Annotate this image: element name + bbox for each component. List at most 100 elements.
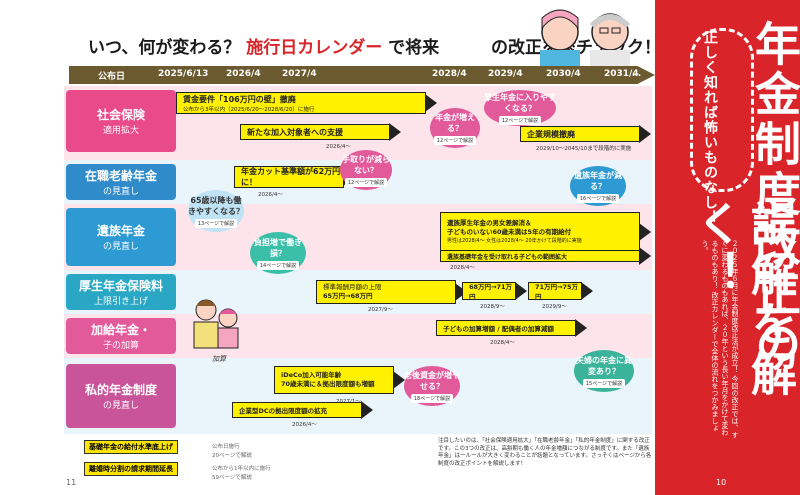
note-premium-1: 2027/9〜 (368, 307, 393, 313)
arrow-ideco-text-1: iDeCo加入可能年齢 (281, 371, 342, 379)
bubble-takehome-page: 12ページで解説 (344, 177, 388, 187)
row-label-4: 厚生年金保険料 上限引き上げ (66, 274, 176, 310)
footer-label-2: 離婚時分割の請求期間延長 (84, 462, 178, 476)
lead-text: 正しく知れば怖いものなし！ (702, 30, 718, 225)
timeline-label: 公布日 (98, 72, 126, 82)
arrow-addition-text: 子どもの加算増額 / 配偶者の加算減額 (443, 325, 554, 333)
page-number-right: 10 (716, 478, 727, 487)
note-addition: 2028/4〜 (490, 340, 515, 346)
arrow-premium-text-1: 標準報酬月額の上限 (323, 283, 382, 291)
date-3: 2028/4 (432, 69, 467, 79)
arrow-pension-cut-text: 年金カット基準額が62万円に！ (241, 167, 341, 187)
bubble-join: 厚生年金に入りやすくなる？ 12ページで解説 (484, 90, 556, 126)
footer-label-1: 基礎年金の給付水準底上げ (84, 440, 178, 454)
family-illustration (193, 299, 239, 349)
bubble-savings-text: 老後資金が増やせる？ (404, 370, 460, 391)
headline-part1: いつ、何が変わる？ (88, 38, 241, 58)
row-label-1: 社会保険 適用拡大 (66, 90, 176, 152)
arrow-company-text: 企業規模撤廃 (527, 129, 575, 139)
headline-box (71, 26, 629, 60)
bubble-work-text: 65歳以降も働きやすくなる？ (188, 195, 244, 216)
main-title-2: 誤解を解く！ (690, 200, 798, 400)
row-label-5: 加給年金・ 子の加算 (66, 318, 176, 354)
row-title-3: 遺族年金 (96, 224, 145, 238)
note-company-size: 2029/10〜2045/10まで段階的に実施 (536, 146, 632, 152)
couple-illustration (540, 9, 631, 66)
note-new-support: 2026/4〜 (326, 144, 351, 150)
arrow-survivor-text-2: 子どものいない60歳未満は5年の有期給付 (447, 227, 572, 236)
footer-label-2-text: 離婚時分割の請求期間延長 (89, 465, 173, 473)
row-title-5: 加給年金・ (90, 323, 151, 337)
bubble-survivor: 遺族年金が減る？ 16ページで解説 (570, 166, 626, 206)
arrow-survivor-text-4: 遺族基礎年金を受け取れる子どもの範囲拡大 (447, 253, 568, 261)
lead-frame (690, 28, 754, 192)
bubble-savings: 老後資金が増やせる？ 18ページで解説 (404, 366, 460, 406)
arrow-survivor-1: 遺族厚生年金の男女差解消＆ 子どものいない60歳未満は5年の有期給付 男性は20… (440, 212, 651, 252)
arrow-premium-3: 71万円→75万円 (528, 282, 593, 301)
arrow-pension-cut: 年金カット基準額が62万円に！ (234, 166, 355, 188)
bubble-work-page: 13ページで解説 (194, 218, 238, 228)
bubble-increase-page: 12ページで解説 (433, 135, 477, 145)
row-label-2: 在職老齢年金 の見直し (66, 164, 176, 200)
arrow-dc-text: 企業型DCの拠出限度額の拡充 (239, 407, 328, 415)
bubble-burden-page: 14ページで解説 (256, 260, 300, 270)
row-label-3: 遺族年金 の見直し (66, 208, 176, 266)
timeline-bar (69, 66, 655, 84)
page-number-left: 11 (66, 478, 77, 487)
arrow-premium-1: 標準報酬月額の上限 65万円→68万円 (316, 280, 467, 304)
arrow-premium-2: 68万円→71万円 (462, 282, 527, 301)
bubble-burden: 負担増で働き損？ 14ページで解説 (250, 232, 306, 274)
note-pension-cut: 2026/4〜 (258, 192, 283, 198)
date-0: 2025/6/13 (158, 69, 209, 79)
footer-label-1-text: 基礎年金の給付水準底上げ (89, 443, 173, 451)
bubble-burden-text: 負担増で働き損？ (254, 237, 302, 258)
intro-text: ２０２５年６月に年金制度改正法が成立！ 今回の改正では、すぐに変わるものもあれば… (701, 240, 739, 439)
arrow-wage-text: 賃金要件「106万円の壁」撤廃 (183, 94, 296, 104)
arrow-survivor-2: 遺族基礎年金を受け取れる子どもの範囲拡大 (440, 247, 651, 265)
row-sub-3: の見直し (102, 242, 139, 252)
row-title-6: 私的年金制度 (84, 383, 157, 397)
note-premium-3: 2029/9〜 (542, 304, 567, 310)
arrow-ideco: iDeCo加入可能年齢 70歳未満に＆拠出限度額も増額 (274, 366, 405, 394)
headline-red: 施行日カレンダー (246, 38, 383, 58)
bubble-couple: 夫婦の年金に異変あり？ 15ページで解説 (574, 350, 634, 392)
bubble-savings-page: 18ページで解説 (410, 393, 454, 403)
bubble-join-page: 12ページで解説 (498, 115, 542, 125)
date-4: 2029/4 (488, 69, 523, 79)
arrow-addition: 子どもの加算増額 / 配偶者の加算減額 (436, 319, 587, 337)
arrow-new-support-text: 新たな加入対象者への支援 (247, 127, 343, 137)
footer-page-2: 59ページで解説 (212, 475, 252, 481)
arrow-survivor-text-3: 男性は2028/4〜 女性は2028/4〜 20年かけて段階的に実施 (447, 237, 582, 244)
arrow-premium-text-4: 71万円→75万円 (535, 283, 579, 301)
row-title-4: 厚生年金保険料 (78, 279, 163, 293)
bubble-takehome-text: 手取りが減らない？ (342, 154, 390, 175)
note-survivor: 2028/4〜 (450, 265, 475, 271)
row-sub-1: 適用拡大 (102, 126, 139, 136)
bubble-join-text: 厚生年金に入りやすくなる？ (484, 92, 556, 113)
date-5: 2030/4 (546, 69, 581, 79)
arrow-dc: 企業型DCの拠出限度額の拡充 (232, 401, 373, 419)
row-sub-4: 上限引き上げ (93, 297, 148, 307)
disclaimer: 注目したいのは、「社会保険適用拡大」「在職老齢年金」「私的年金制度」に関する改正… (438, 438, 652, 467)
bubble-increase: 年金が増える？ 12ページで解説 (430, 108, 480, 148)
bubble-couple-page: 15ページで解説 (582, 378, 626, 388)
bubble-takehome: 手取りが減らない？ 12ページで解説 (340, 150, 392, 190)
date-2: 2027/4 (282, 69, 317, 79)
row-sub-6: の見直し (102, 401, 139, 411)
bubble-increase-text: 年金が増える？ (435, 112, 475, 133)
family-label: 加算 (212, 355, 226, 363)
bubble-couple-text: 夫婦の年金に異変あり？ (576, 355, 632, 376)
main-title-1: 年金制度改正の (748, 20, 800, 370)
row-title-1: 社会保険 (96, 108, 145, 122)
bubble-work: 65歳以降も働きやすくなる？ 13ページで解説 (188, 190, 244, 232)
footer-sub-1: 公布日施行 (212, 444, 240, 450)
arrow-wage-requirement: 賃金要件「106万円の壁」撤廃 公布から3年以内（2025/6/20〜2028/… (176, 92, 437, 114)
row-sub-5: 子の加算 (102, 341, 139, 351)
arrow-premium-text-3: 68万円→71万円 (469, 283, 513, 301)
footer-page-1: 20ページで解説 (212, 453, 252, 459)
arrow-new-support: 新たな加入対象者への支援 (240, 123, 401, 141)
bubble-survivor-text: 遺族年金が減る？ (574, 170, 622, 191)
arrow-survivor-text-1: 遺族厚生年金の男女差解消＆ (447, 218, 532, 227)
arrow-wage-sub: 公布から3年以内（2025/6/20〜2028/6/20）に施行 (183, 106, 315, 113)
